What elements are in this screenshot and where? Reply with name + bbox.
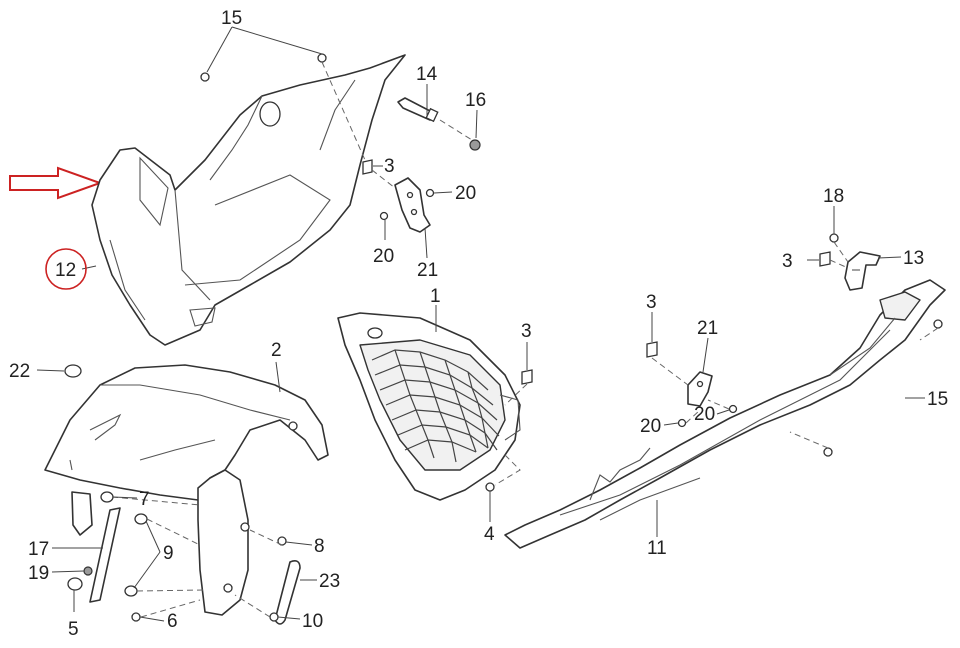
- callout-12-highlight-ring: [45, 248, 87, 290]
- callout-6: 6: [167, 611, 178, 632]
- callout-15: 15: [221, 8, 242, 29]
- callout-11: 11: [647, 538, 667, 559]
- callout-21: 21: [417, 260, 438, 281]
- callout-22: 22: [9, 361, 30, 382]
- callout-1: 1: [430, 286, 441, 307]
- callout-23: 23: [319, 571, 340, 592]
- red-pointer-arrow: [9, 166, 103, 200]
- callout-2: 2: [271, 340, 282, 361]
- callout-10: 10: [302, 611, 323, 632]
- hardware: [64, 53, 943, 622]
- callout-18: 18: [823, 186, 844, 207]
- part-17-brace: [89, 507, 121, 603]
- part-11-lower-side-panel: [504, 279, 946, 549]
- callout-5: 5: [68, 619, 79, 640]
- callout-17: 17: [28, 539, 49, 560]
- callout-8: 8: [314, 536, 325, 557]
- leader-lines: [36, 26, 925, 622]
- callout-20: 20: [640, 416, 661, 437]
- callout-20: 20: [694, 404, 715, 425]
- part-21-bracket-lower: [687, 371, 713, 407]
- callout-3: 3: [646, 292, 657, 313]
- part-14-stud: [397, 97, 439, 123]
- callout-15: 15: [927, 389, 948, 410]
- callout-3: 3: [521, 321, 532, 342]
- callout-labels: 15 14 16 3 20 20 21 12 18 3 13 1 3 3 21 …: [9, 8, 948, 640]
- callout-20: 20: [455, 183, 476, 204]
- callout-3: 3: [782, 251, 793, 272]
- part-1-grille-panel: [337, 312, 521, 501]
- callout-9: 9: [163, 543, 174, 564]
- callout-12: 12: [55, 260, 76, 281]
- part-2-front-fender: [44, 364, 329, 616]
- callout-21: 21: [697, 318, 718, 339]
- assembly-lines: [111, 61, 939, 618]
- callout-3: 3: [384, 156, 395, 177]
- part-12-front-panel: [91, 54, 406, 346]
- callout-16: 16: [465, 90, 486, 111]
- part-21-bracket-upper: [394, 177, 431, 233]
- callout-14: 14: [416, 64, 438, 85]
- callout-13: 13: [903, 248, 924, 269]
- part-23-strip: [274, 560, 301, 625]
- callout-19: 19: [28, 563, 49, 584]
- callout-20: 20: [373, 246, 394, 267]
- part-13-bracket: [844, 251, 881, 291]
- callout-7: 7: [139, 489, 150, 510]
- callout-4: 4: [484, 524, 495, 545]
